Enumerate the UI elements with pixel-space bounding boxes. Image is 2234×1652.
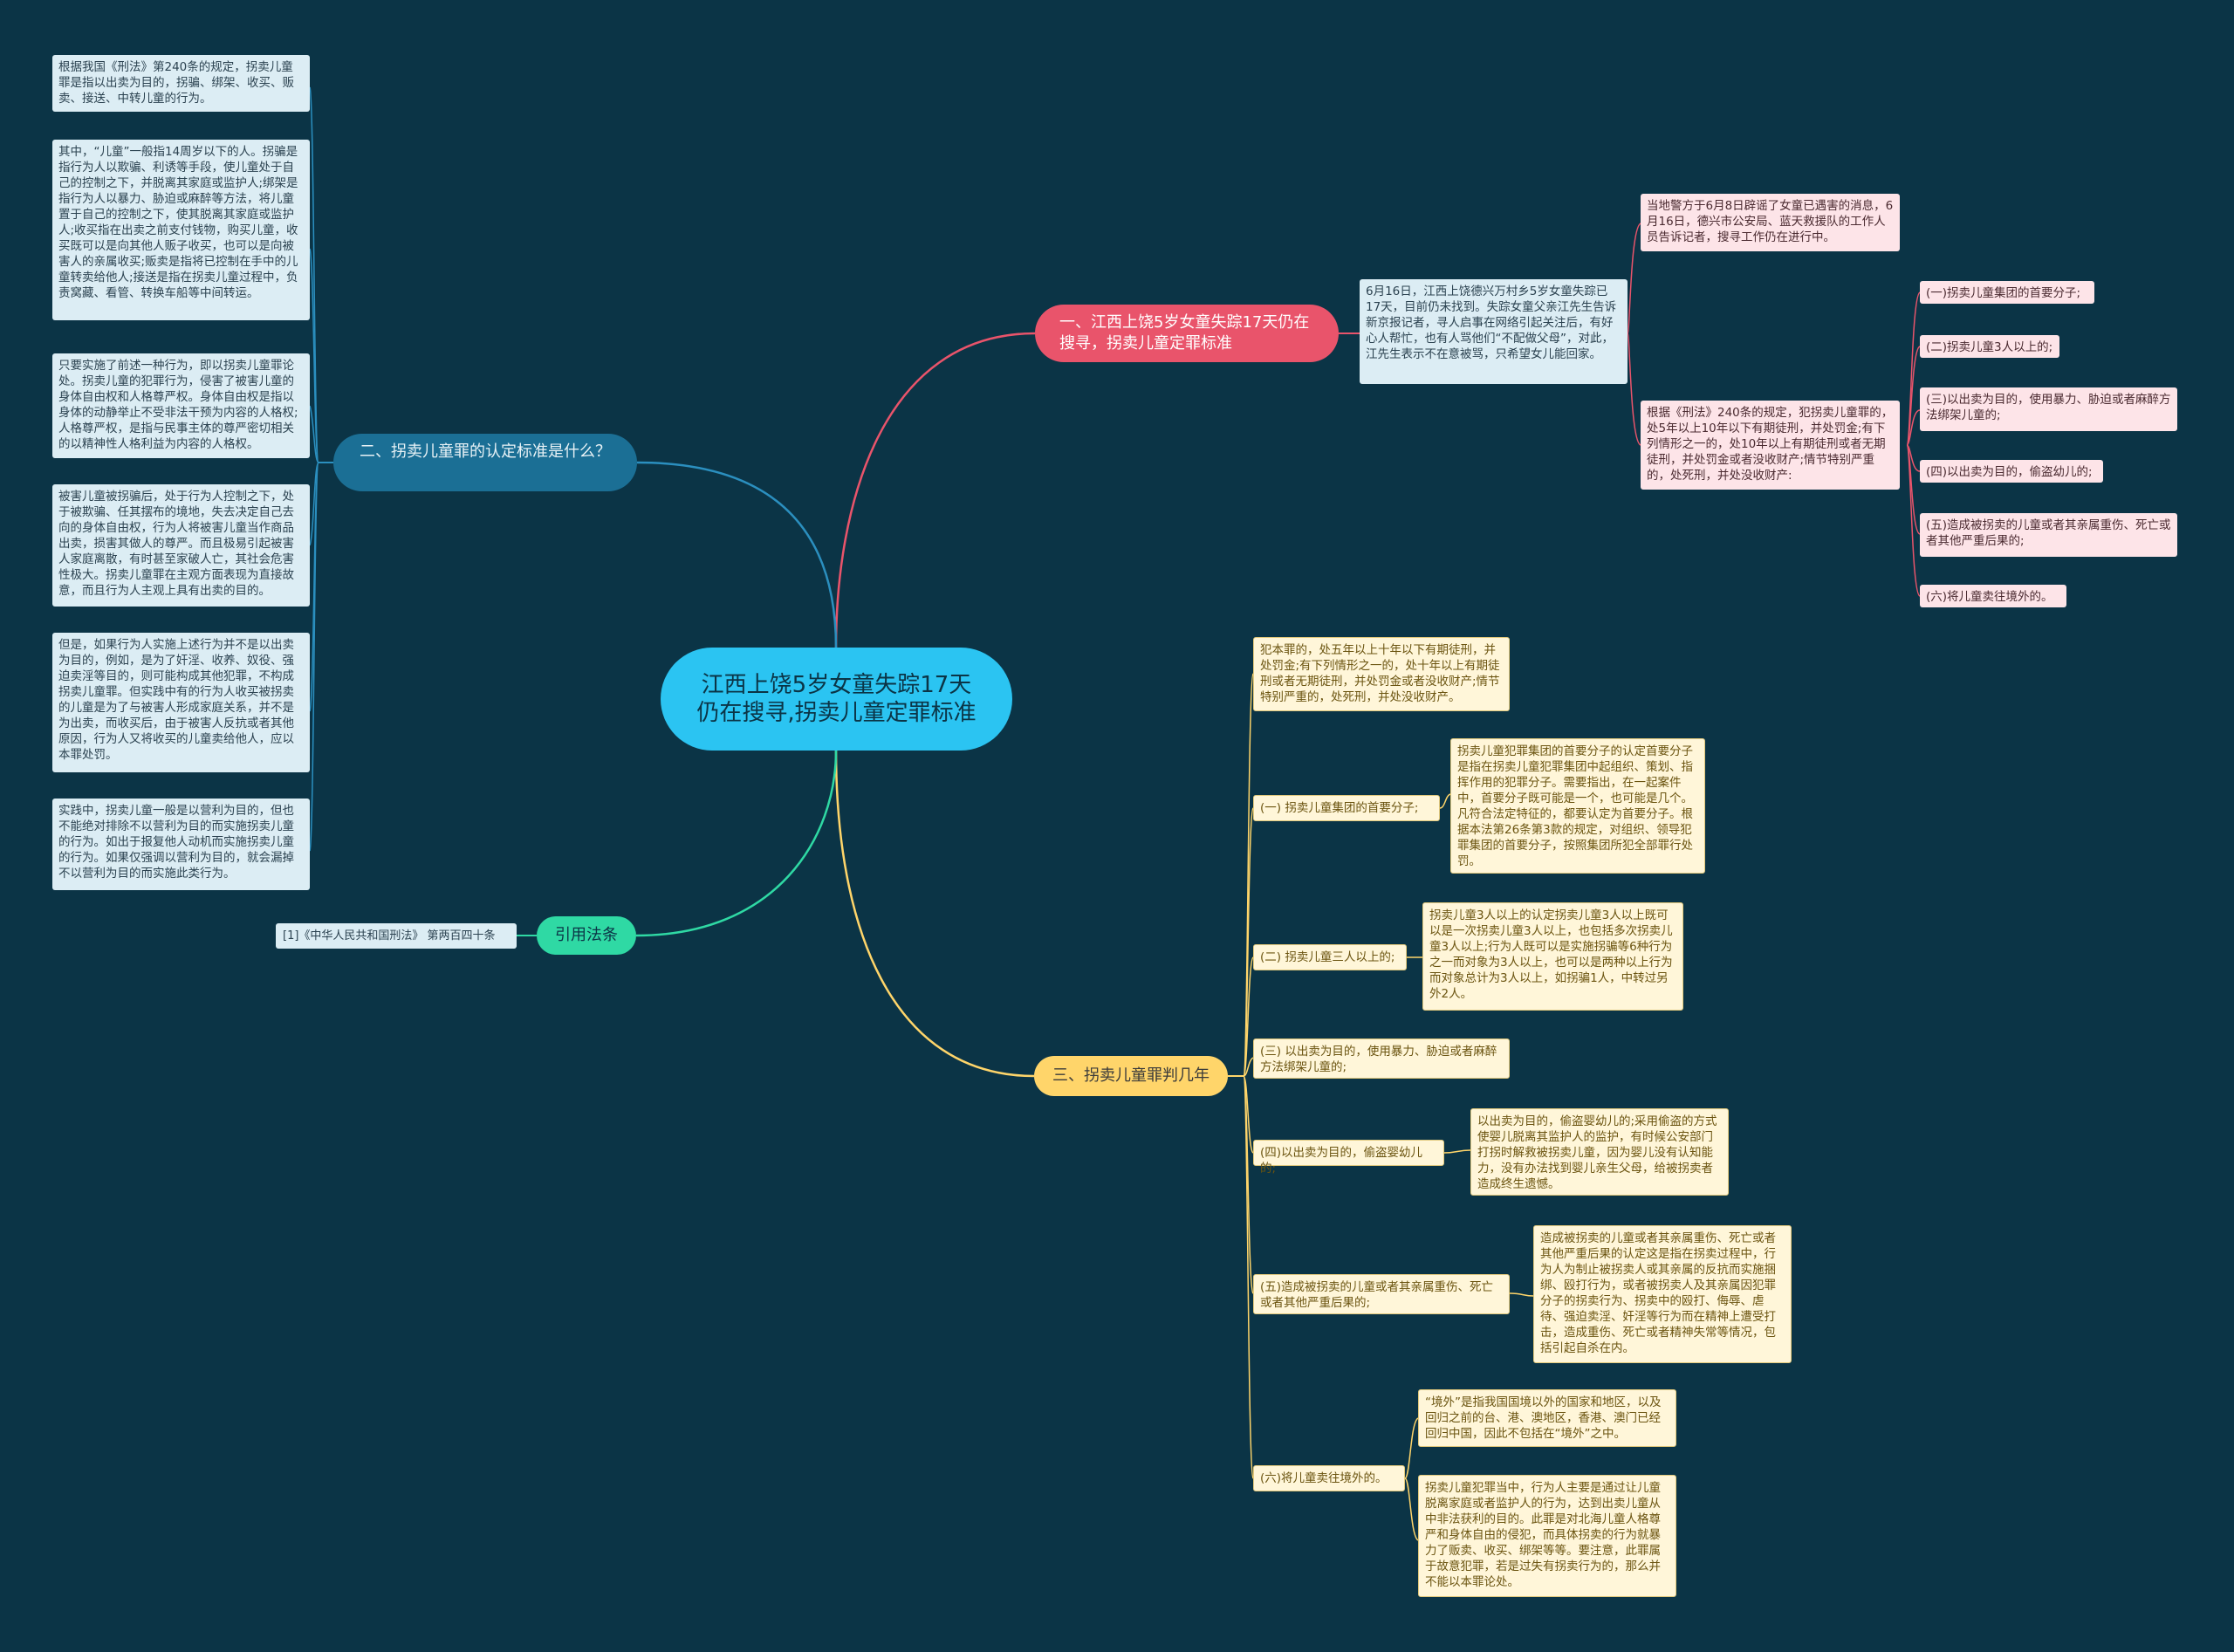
case-item-4: (四)以出卖为目的，偷盗幼儿的; xyxy=(1920,460,2103,483)
standard-note-3: 只要实施了前述一种行为，即以拐卖儿童罪论处。拐卖儿童的犯罪行为，侵害了被害儿童的… xyxy=(52,353,310,458)
case-item-1: (一)拐卖儿童集团的首要分子; xyxy=(1920,281,2094,304)
sentencing-detail-4: 以出卖为目的，偷盗婴幼儿的;采用偷盗的方式使婴儿脱离其监护人的监护，有时候公安部… xyxy=(1470,1108,1729,1196)
citation-note: [1]《中华人民共和国刑法》 第两百四十条 xyxy=(276,923,517,949)
standard-note-5: 但是，如果行为人实施上述行为并不是以出卖为目的，例如，是为了奸淫、收养、奴役、强… xyxy=(52,633,310,772)
sentencing-detail-5: 造成被拐卖的儿童或者其亲属重伤、死亡或者其他严重后果的认定这是指在拐卖过程中，行… xyxy=(1533,1225,1792,1363)
sentencing-detail-1: 拐卖儿童犯罪集团的首要分子的认定首要分子是指在拐卖儿童犯罪集团中起组织、策划、指… xyxy=(1450,738,1705,874)
standard-note-1: 根据我国《刑法》第240条的规定，拐卖儿童罪是指以出卖为目的，拐骗、绑架、收买、… xyxy=(52,55,310,112)
sentencing-item-3: (三) 以出卖为目的，使用暴力、胁迫或者麻醉方法绑架儿童的; xyxy=(1253,1038,1510,1079)
branch-sentencing-topic[interactable]: 三、拐卖儿童罪判几年 xyxy=(1034,1056,1228,1096)
case-item-2: (二)拐卖儿童3人以上的; xyxy=(1920,335,2059,358)
law-article-note: 根据《刑法》240条的规定，犯拐卖儿童罪的，处5年以上10年以下有期徒刑，并处罚… xyxy=(1641,401,1900,490)
case-detail-note: 6月16日，江西上饶德兴万村乡5岁女童失踪已17天，目前仍未找到。失踪女童父亲江… xyxy=(1360,279,1628,384)
sentencing-detail-6a: “境外”是指我国国境以外的国家和地区，以及回归之前的台、港、澳地区，香港、澳门已… xyxy=(1418,1389,1676,1447)
standard-note-2: 其中，“儿童”一般指14周岁以下的人。拐骗是指行为人以欺骗、利诱等手段，使儿童处… xyxy=(52,140,310,320)
branch-case-topic[interactable]: 一、江西上饶5岁女童失踪17天仍在搜寻，拐卖儿童定罪标准 xyxy=(1035,305,1339,362)
case-item-3: (三)以出卖为目的，使用暴力、胁迫或者麻醉方法绑架儿童的; xyxy=(1920,387,2177,431)
sentencing-item-6: (六)将儿童卖往境外的。 xyxy=(1253,1465,1405,1491)
branch-standard-topic[interactable]: 二、拐卖儿童罪的认定标准是什么？ xyxy=(333,434,637,491)
sentencing-detail-2: 拐卖儿童3人以上的认定拐卖儿童3人以上既可以是一次拐卖儿童3人以上，也包括多次拐… xyxy=(1422,902,1683,1011)
sentencing-intro-note: 犯本罪的，处五年以上十年以下有期徒刑，并处罚金;有下列情形之一的，处十年以上有期… xyxy=(1253,637,1510,711)
sentencing-item-5: (五)造成被拐卖的儿童或者其亲属重伤、死亡或者其他严重后果的; xyxy=(1253,1274,1510,1314)
case-item-5: (五)造成被拐卖的儿童或者其亲属重伤、死亡或者其他严重后果的; xyxy=(1920,513,2177,557)
branch-citation-topic[interactable]: 引用法条 xyxy=(537,916,636,955)
police-note: 当地警方于6月8日辟谣了女童已遇害的消息，6月16日，德兴市公安局、蓝天救援队的… xyxy=(1641,194,1900,251)
standard-note-6: 实践中，拐卖儿童一般是以营利为目的，但也不能绝对排除不以营利为目的而实施拐卖儿童… xyxy=(52,799,310,890)
sentencing-item-2: (二) 拐卖儿童三人以上的; xyxy=(1253,944,1407,970)
sentencing-item-1: (一) 拐卖儿童集团的首要分子; xyxy=(1253,795,1440,821)
sentencing-item-4: (四)以出卖为目的，偷盗婴幼儿的; xyxy=(1253,1140,1444,1176)
root-topic[interactable]: 江西上饶5岁女童失踪17天仍在搜寻,拐卖儿童定罪标准 xyxy=(661,648,1012,751)
standard-note-4: 被害儿童被拐骗后，处于行为人控制之下，处于被欺骗、任其摆布的境地，失去决定自己去… xyxy=(52,484,310,607)
sentencing-detail-6b: 拐卖儿童犯罪当中，行为人主要是通过让儿童脱离家庭或者监护人的行为，达到出卖儿童从… xyxy=(1418,1475,1676,1597)
case-item-6: (六)将儿童卖往境外的。 xyxy=(1920,585,2066,607)
